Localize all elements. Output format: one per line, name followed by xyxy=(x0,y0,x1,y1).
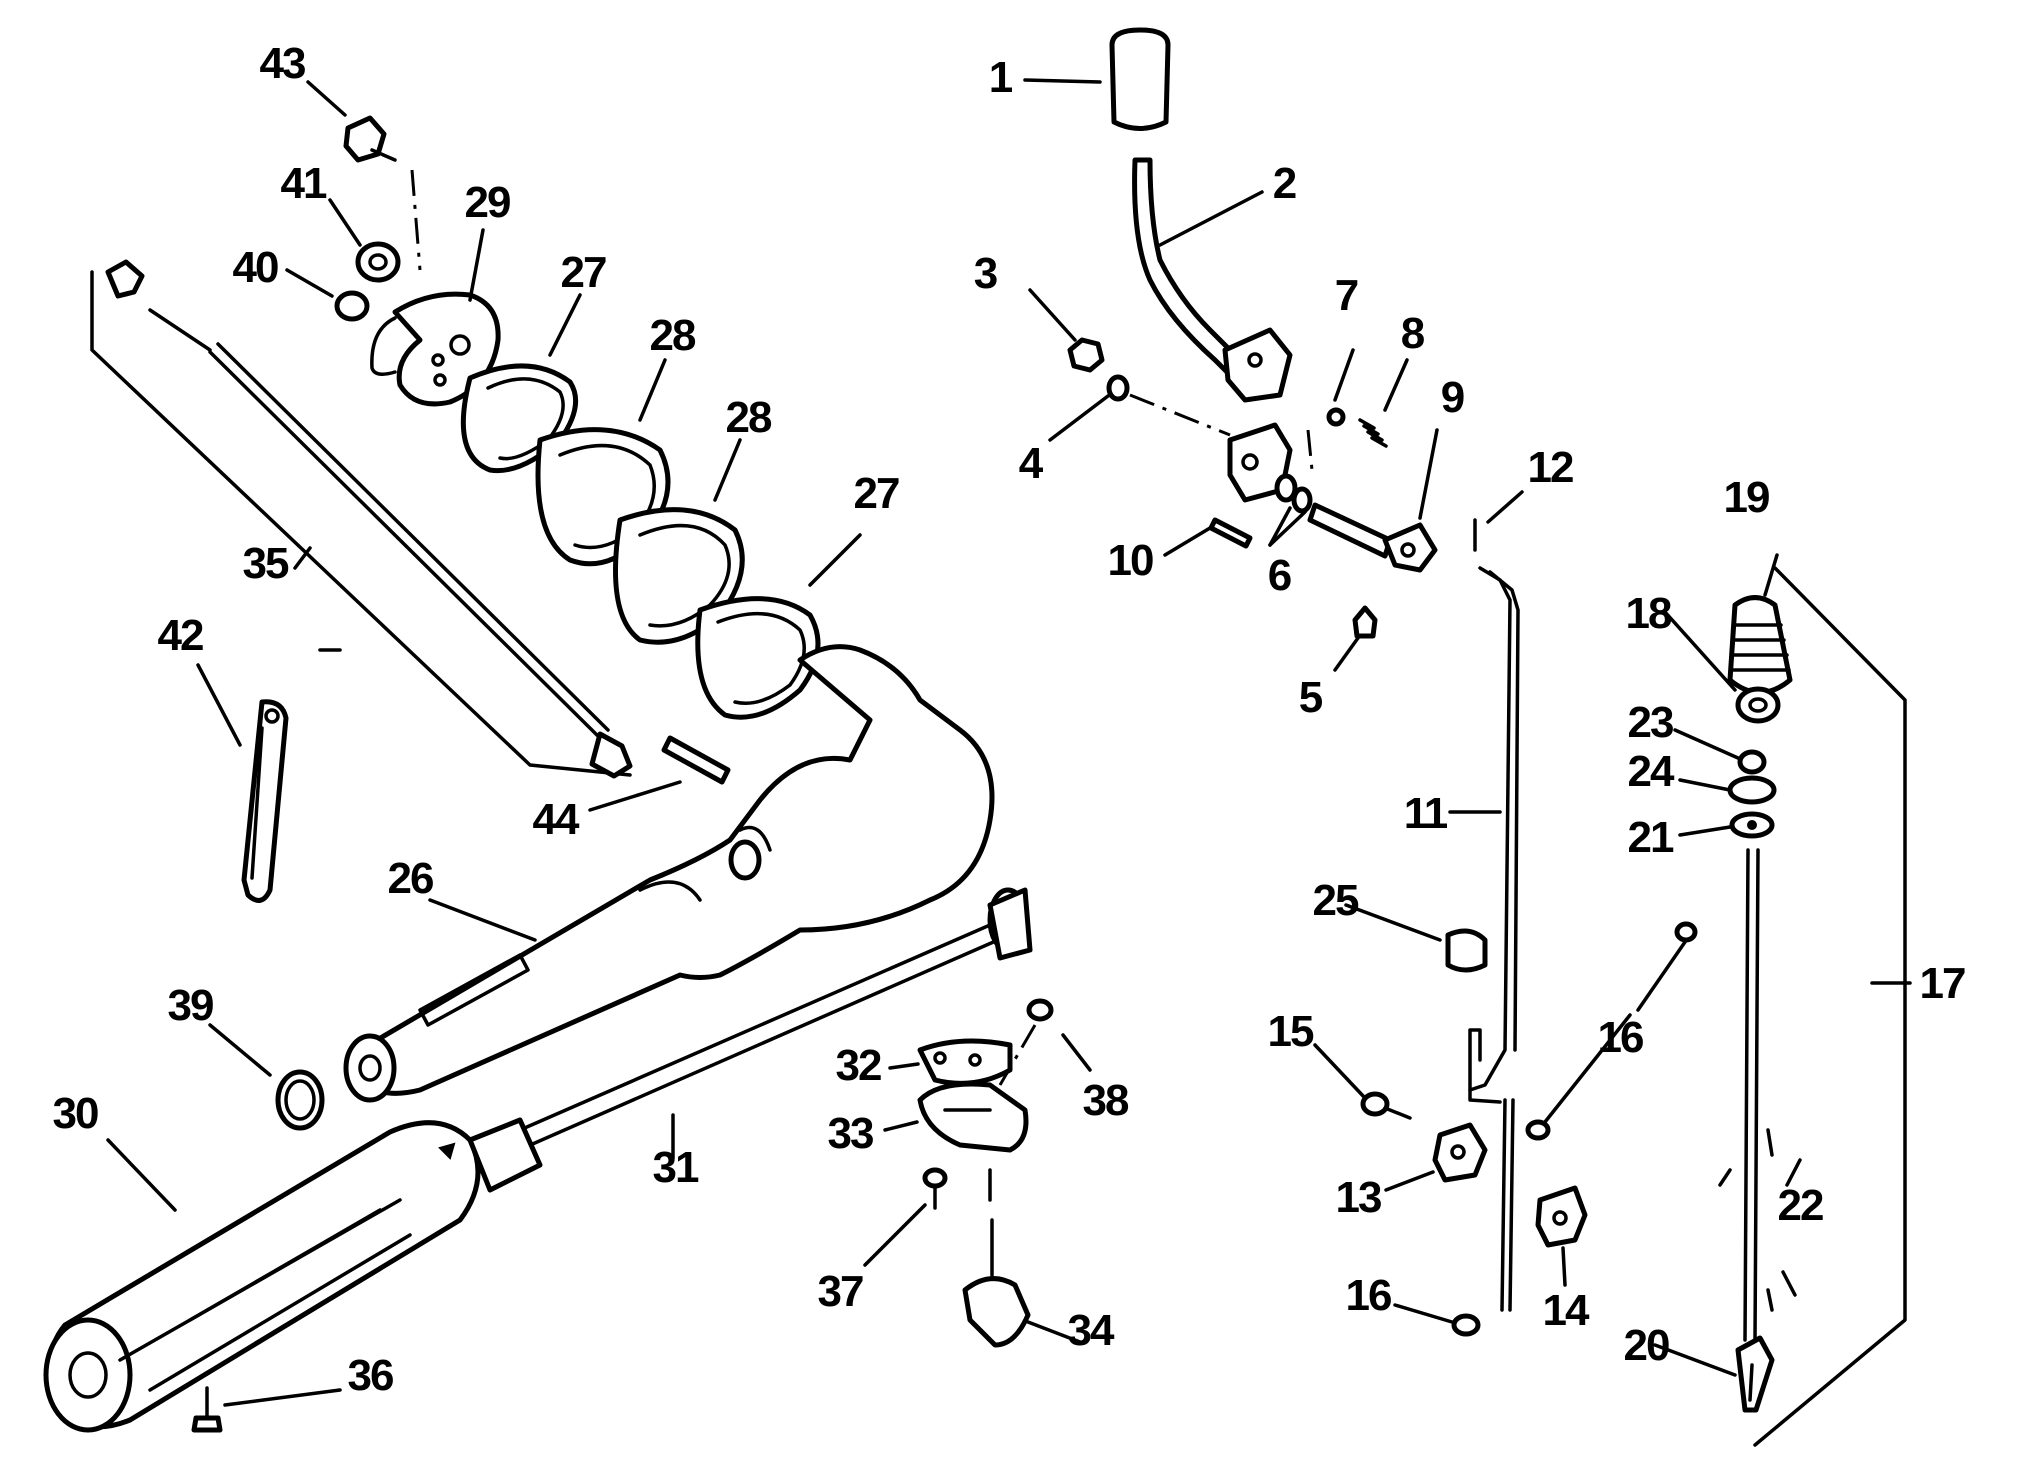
screw-36 xyxy=(191,1386,223,1433)
callout-15: 15 xyxy=(1268,1007,1314,1056)
twist-grip-30 xyxy=(43,1117,543,1433)
bushing-27-lower xyxy=(695,596,821,720)
callout-7: 7 xyxy=(1335,271,1358,320)
knob-34 xyxy=(962,1218,1031,1348)
o-ring-39 xyxy=(275,1069,325,1131)
block-33 xyxy=(917,1081,1029,1153)
throttle-cable xyxy=(105,259,633,779)
callout-33: 33 xyxy=(828,1109,873,1158)
callout-31: 31 xyxy=(653,1143,699,1192)
callout-41: 41 xyxy=(281,159,327,208)
callout-29: 29 xyxy=(465,178,510,227)
spring-8 xyxy=(1358,418,1388,448)
bushing-25 xyxy=(1445,928,1488,973)
assembly-line-38 xyxy=(998,1024,1037,1086)
washer-4 xyxy=(1106,374,1130,402)
callout-14: 14 xyxy=(1543,1286,1590,1335)
throttle-cable-bracket xyxy=(90,270,632,777)
clip-13 xyxy=(1432,1122,1488,1183)
washer-21 xyxy=(1729,811,1775,839)
callout-11: 11 xyxy=(1404,789,1448,838)
callout-9: 9 xyxy=(1441,373,1464,422)
shift-lever-2 xyxy=(1132,157,1293,403)
callout-17: 17 xyxy=(1920,959,1965,1008)
callout-32: 32 xyxy=(836,1041,881,1090)
callout-1: 1 xyxy=(989,53,1013,102)
callout-40: 40 xyxy=(233,243,278,292)
callout-22: 22 xyxy=(1778,1181,1823,1230)
callout-38: 38 xyxy=(1083,1076,1129,1125)
callout-8: 8 xyxy=(1401,309,1425,358)
shaft-31 xyxy=(518,887,1033,1148)
callout-13: 13 xyxy=(1336,1173,1381,1222)
screw-43 xyxy=(343,115,422,271)
callout-21: 21 xyxy=(1628,813,1674,862)
callout-44: 44 xyxy=(533,795,580,844)
callout-labels: 1 2 3 4 5 6 7 8 9 10 11 12 13 14 15 16 1… xyxy=(53,39,1967,1400)
boot-19 xyxy=(1727,595,1793,695)
nut-18 xyxy=(1735,686,1781,724)
shift-shaft-9 xyxy=(1307,502,1438,573)
assembly-line-7 xyxy=(1306,429,1314,471)
callout-23: 23 xyxy=(1628,698,1673,747)
o-ring-24 xyxy=(1727,775,1777,805)
leader-lines xyxy=(106,78,1912,1407)
callout-27-lower: 27 xyxy=(854,469,899,518)
callout-28-lower: 28 xyxy=(726,393,772,442)
tiller-arm-26 xyxy=(343,644,995,1103)
retainer-16-lower xyxy=(1451,1313,1481,1337)
assembly-line-4 xyxy=(1129,393,1231,437)
choke-rod xyxy=(1743,848,1760,1342)
clip-14 xyxy=(1535,1185,1588,1248)
key-44 xyxy=(661,735,731,785)
callout-24: 24 xyxy=(1628,747,1675,796)
screw-37 xyxy=(922,1167,948,1210)
shift-knob-1 xyxy=(1109,27,1171,131)
callout-12: 12 xyxy=(1528,443,1573,492)
callout-16-lower: 16 xyxy=(1346,1271,1391,1320)
pins-22 xyxy=(1766,1128,1774,1312)
ball-7 xyxy=(1326,407,1346,427)
callout-28-upper: 28 xyxy=(650,311,696,360)
callout-43: 43 xyxy=(260,39,305,88)
callout-42: 42 xyxy=(158,611,203,660)
callout-34: 34 xyxy=(1068,1306,1115,1355)
nut-38 xyxy=(1026,998,1054,1022)
stop-clip-42 xyxy=(241,699,289,903)
screw-15 xyxy=(1360,1091,1412,1120)
callout-20: 20 xyxy=(1624,1321,1669,1370)
callout-37: 37 xyxy=(818,1267,863,1316)
callout-30: 30 xyxy=(53,1089,98,1138)
retainer-16-right xyxy=(1674,921,1698,943)
callout-25: 25 xyxy=(1313,876,1359,925)
retainer-16-upper xyxy=(1525,1119,1551,1141)
callout-5: 5 xyxy=(1299,673,1323,722)
nut-3 xyxy=(1067,337,1105,373)
shift-rod-11 xyxy=(1468,566,1520,1312)
callout-36: 36 xyxy=(348,1351,393,1400)
callout-35: 35 xyxy=(243,539,289,588)
choke-assembly-bracket xyxy=(1753,566,1907,1447)
callout-3: 3 xyxy=(974,249,997,298)
pin-10 xyxy=(1208,517,1253,549)
plate-32 xyxy=(917,1038,1013,1086)
callout-10: 10 xyxy=(1108,536,1153,585)
nut-41 xyxy=(355,241,401,283)
callout-4: 4 xyxy=(1019,439,1044,488)
nut-5 xyxy=(1352,605,1378,639)
callout-39: 39 xyxy=(168,981,213,1030)
clip-20 xyxy=(1735,1335,1775,1413)
callout-19: 19 xyxy=(1724,473,1769,522)
callout-16-upper: 16 xyxy=(1598,1013,1643,1062)
callout-18: 18 xyxy=(1626,589,1672,638)
washers-6 xyxy=(1274,473,1313,514)
callout-6: 6 xyxy=(1268,551,1291,600)
callout-27-upper: 27 xyxy=(561,248,606,297)
nut-40 xyxy=(334,290,370,322)
callout-26: 26 xyxy=(388,854,433,903)
washer-23 xyxy=(1737,749,1767,775)
callout-2: 2 xyxy=(1273,159,1296,208)
